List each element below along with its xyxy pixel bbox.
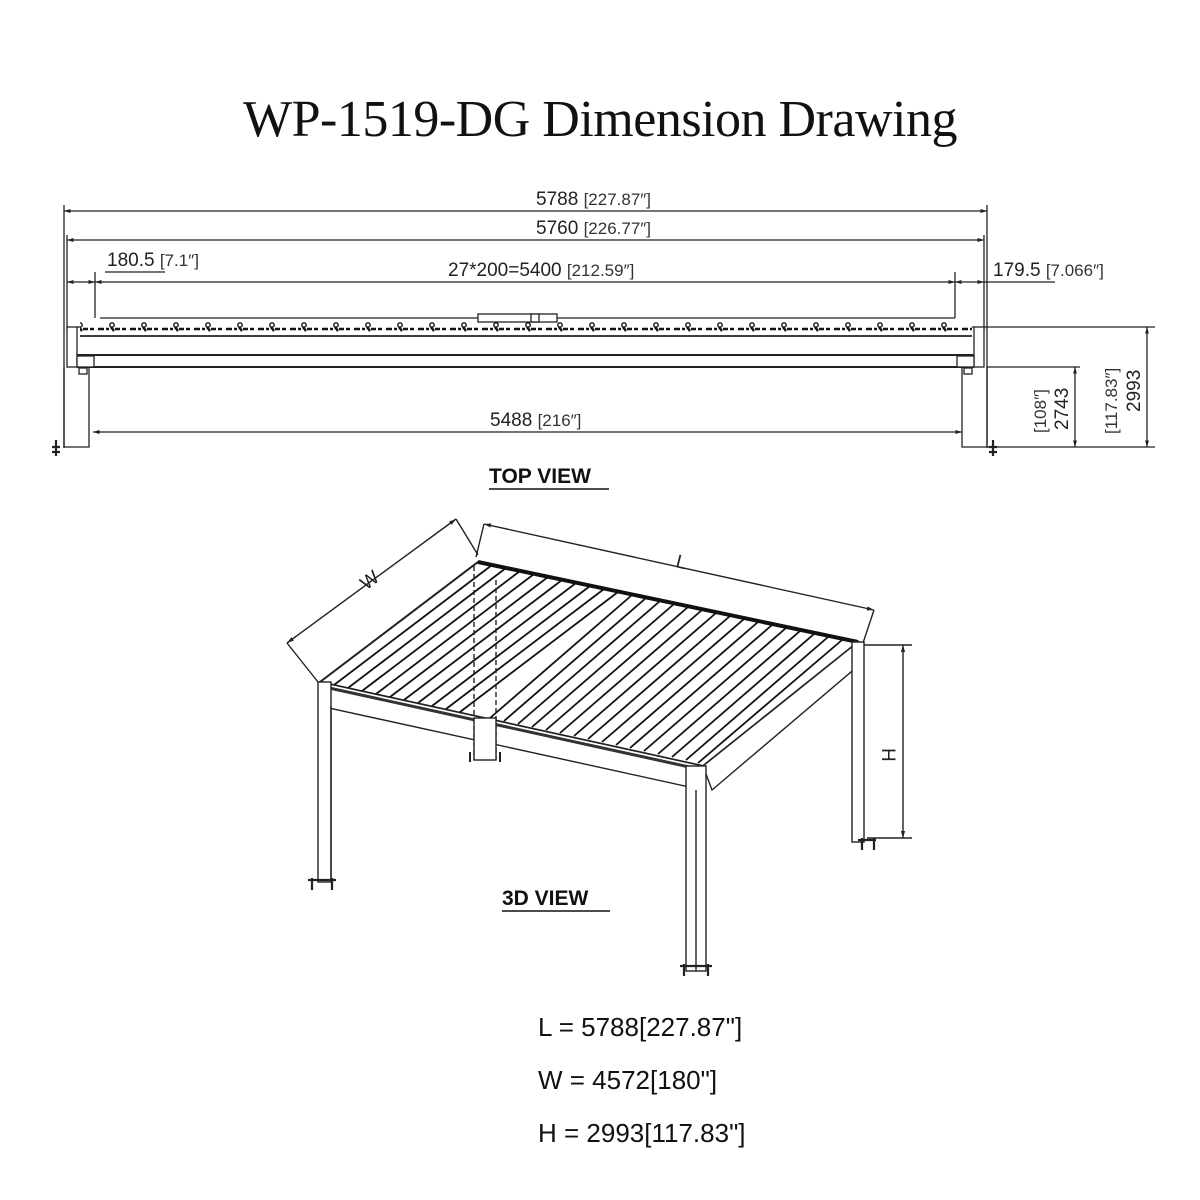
3d-width-label: W — [357, 567, 384, 595]
legend-length: L = 5788[227.87"] — [538, 1012, 743, 1042]
dim-total-height: 2993 — [1124, 370, 1145, 412]
dim-frame-length: 5760 [226.77″] — [536, 218, 651, 239]
dim-left-offset: 180.5 [7.1″] — [107, 250, 199, 271]
dim-total-height-in: [117.83″] — [1102, 368, 1121, 434]
drawing-title: WP-1519-DG Dimension Drawing — [243, 91, 957, 148]
legend-width: W = 4572[180"] — [538, 1065, 718, 1095]
top-view — [52, 205, 1155, 456]
dim-overall-length: 5788 [227.87″] — [536, 189, 651, 210]
top-view-label: TOP VIEW — [489, 465, 591, 488]
dim-clear-height-in: [108″] — [1031, 389, 1050, 433]
3d-length-label: L — [674, 551, 689, 574]
legend-height: H = 2993[117.83"] — [538, 1118, 746, 1148]
dim-right-offset: 179.5 [7.066″] — [993, 260, 1104, 281]
3d-view — [286, 518, 912, 976]
dim-clear-height: 2743 — [1052, 388, 1073, 430]
dimension-legend: L = 5788[227.87"] W = 4572[180"] H = 299… — [538, 1010, 746, 1169]
3d-height-label: H — [877, 748, 898, 762]
dim-post-span: 5488 [216″] — [490, 410, 581, 431]
3d-view-label: 3D VIEW — [502, 887, 589, 910]
louver-lines — [333, 564, 843, 764]
dim-louver-span: 27*200=5400 [212.59″] — [448, 260, 634, 281]
